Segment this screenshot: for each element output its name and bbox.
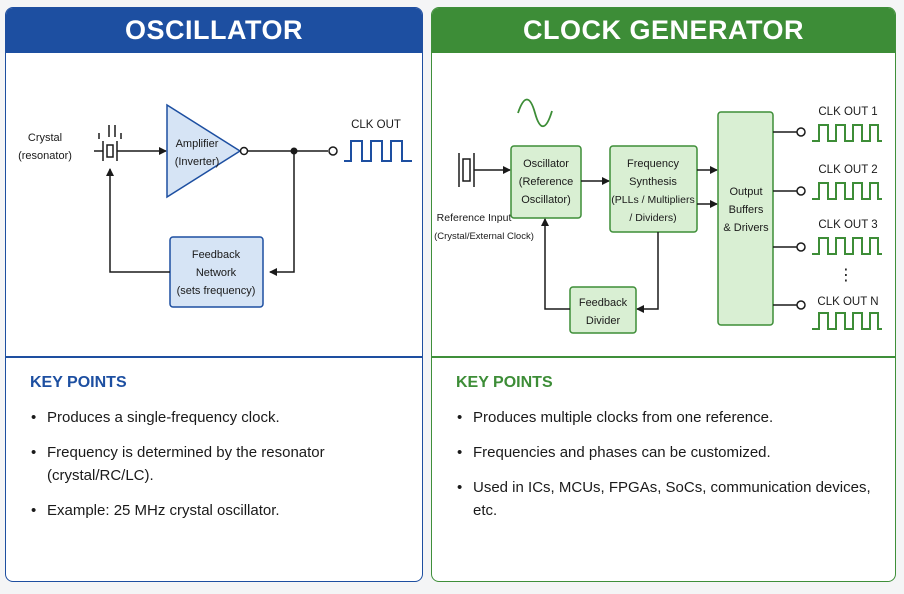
output-buffers-box	[717, 111, 774, 326]
clk-out-1-label: CLK OUT 1	[818, 106, 877, 118]
list-item: Produces multiple clocks from one refere…	[455, 406, 885, 429]
clk-out-3-waveform	[812, 237, 882, 255]
clk-out-3-label: CLK OUT 3	[818, 219, 877, 231]
clock-generator-panel: CLOCK GENERATOR Reference Input (Crystal…	[431, 7, 896, 582]
output-n: CLK OUT N	[773, 296, 882, 330]
oscillator-key-points: Produces a single-frequency clock. Frequ…	[29, 406, 409, 534]
reference-crystal-symbol	[458, 153, 511, 187]
feedback-divider-label-2: Divider	[586, 315, 621, 327]
frequency-synthesis-label-4: / Dividers)	[629, 212, 676, 224]
amplifier-triangle	[166, 103, 242, 199]
oscillator-diagram: Crystal (resonator) Amplifier (Inverter)…	[18, 103, 412, 308]
bottom-strip	[0, 582, 904, 594]
clk-out-n-label: CLK OUT N	[817, 296, 878, 308]
oscillator-panel: OSCILLATOR Crystal (resonator) Amplifier…	[5, 7, 423, 582]
reference-input-label: Reference Input	[437, 212, 512, 224]
clk-out-n-waveform	[812, 312, 882, 330]
output-2: CLK OUT 2	[773, 164, 882, 200]
amplifier-label-sub: (Inverter)	[175, 156, 220, 168]
clock-generator-divider	[432, 356, 895, 358]
feedback-network-label: Feedback	[192, 249, 241, 261]
outputs-ellipsis: ⋮	[838, 267, 854, 284]
output-buffers-label-2: Buffers	[729, 204, 764, 216]
amplifier-label: Amplifier	[176, 138, 219, 150]
list-item: Example: 25 MHz crystal oscillator.	[29, 499, 409, 522]
output-buffers-label-3: & Drivers	[723, 222, 769, 234]
oscillator-key-points-title: KEY POINTS	[30, 374, 127, 391]
frequency-synthesis-box	[609, 145, 698, 233]
output-3: CLK OUT 3	[773, 219, 882, 255]
crystal-label-sub: (resonator)	[18, 150, 72, 162]
crystal-symbol	[94, 125, 167, 161]
reference-oscillator-label-3: Oscillator)	[521, 194, 571, 206]
inverter-bubble	[239, 146, 249, 156]
frequency-synthesis-label-2: Synthesis	[629, 176, 677, 188]
clk-out-waveform	[344, 140, 412, 162]
clock-generator-diagram: Reference Input (Crystal/External Clock)…	[434, 98, 882, 334]
output-buffers-label: Output	[729, 186, 762, 198]
clk-out-2-waveform	[812, 182, 882, 200]
reference-oscillator-label: Oscillator	[523, 158, 569, 170]
list-item: Produces a single-frequency clock.	[29, 406, 409, 429]
feedback-divider-box	[569, 286, 637, 334]
clk-out-1-waveform	[812, 124, 882, 142]
oscillator-title: OSCILLATOR	[6, 8, 422, 53]
clk-out-2-label: CLK OUT 2	[818, 164, 877, 176]
list-item: Used in ICs, MCUs, FPGAs, SoCs, communic…	[455, 476, 885, 522]
feedback-network-label-2: Network	[196, 267, 237, 279]
oscillator-divider	[6, 356, 422, 358]
clock-generator-key-points-title: KEY POINTS	[456, 374, 553, 391]
reference-input-label-sub: (Crystal/External Clock)	[434, 231, 534, 242]
list-item: Frequency is determined by the resonator…	[29, 441, 409, 487]
frequency-synthesis-label-3: (PLLs / Multipliers	[611, 194, 694, 206]
sine-wave-icon	[517, 98, 553, 128]
feedback-divider-label: Feedback	[579, 297, 628, 309]
output-1: CLK OUT 1	[773, 106, 882, 142]
list-item: Frequencies and phases can be customized…	[455, 441, 885, 464]
reference-oscillator-label-2: (Reference	[519, 176, 573, 188]
crystal-label: Crystal	[28, 132, 62, 144]
feedback-network-label-3: (sets frequency)	[177, 285, 256, 297]
clock-generator-title: CLOCK GENERATOR	[432, 8, 895, 53]
frequency-synthesis-label: Frequency	[627, 158, 679, 170]
clk-out-label: CLK OUT	[351, 119, 401, 131]
clk-out-terminal	[328, 146, 338, 156]
clock-generator-key-points: Produces multiple clocks from one refere…	[455, 406, 885, 534]
